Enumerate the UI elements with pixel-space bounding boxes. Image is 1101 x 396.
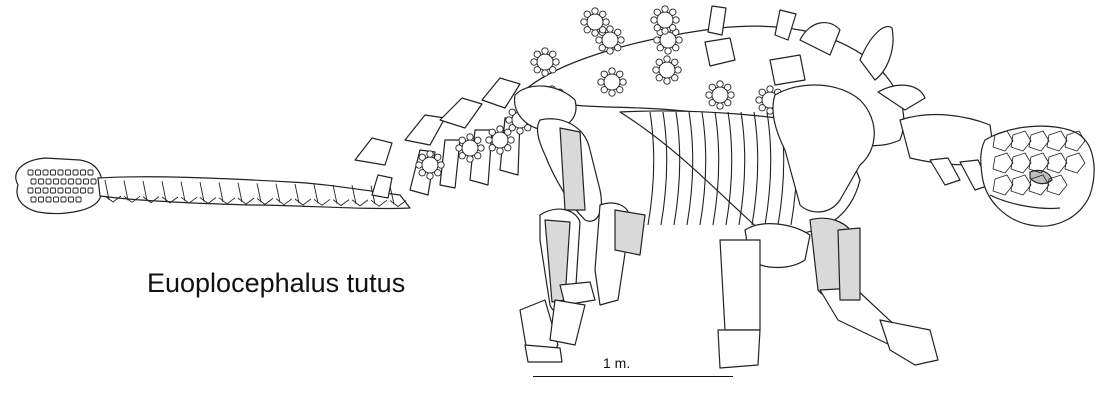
skull bbox=[981, 126, 1094, 226]
scale-bar-label: 1 m. bbox=[603, 355, 630, 371]
species-name-label: Euoplocephalus tutus bbox=[147, 268, 405, 299]
tail-vertebrae bbox=[98, 177, 410, 209]
fore-leg bbox=[718, 218, 938, 368]
tail-club bbox=[16, 158, 102, 213]
hind-leg bbox=[520, 119, 645, 362]
scale-bar bbox=[533, 376, 733, 377]
